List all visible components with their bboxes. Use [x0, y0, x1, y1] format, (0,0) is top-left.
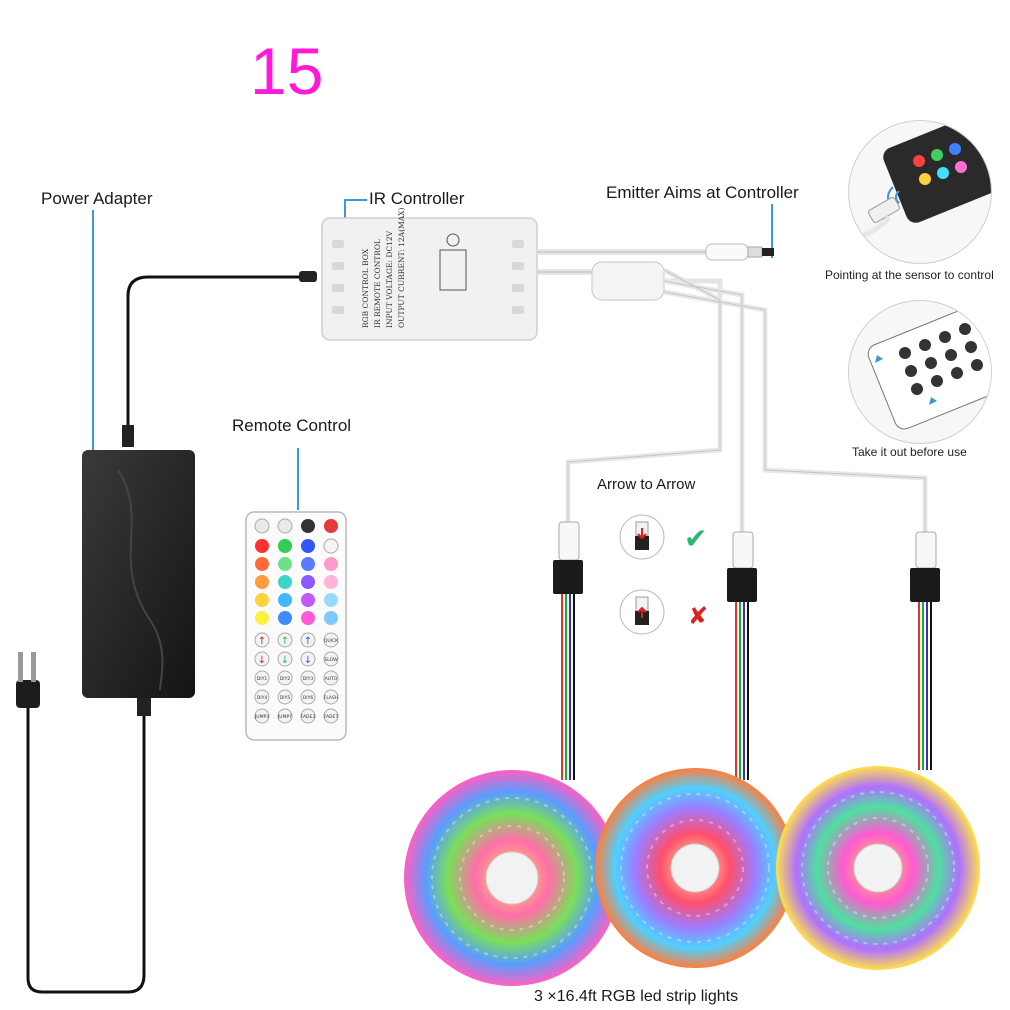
figure-number: 15 — [250, 34, 324, 108]
remote-color-row-3 — [255, 575, 338, 589]
remote-color-row-4 — [255, 593, 338, 607]
svg-text:FADE7: FADE7 — [324, 714, 339, 720]
svg-text:↓: ↓ — [258, 655, 266, 666]
svg-text:AUTO: AUTO — [325, 676, 338, 682]
remote-color-row-5 — [255, 611, 338, 625]
connector-middle — [727, 531, 757, 602]
svg-text:JUMP3: JUMP3 — [254, 714, 269, 720]
svg-text:↓: ↓ — [304, 655, 312, 666]
remote-color-row-1 — [255, 538, 339, 554]
svg-text:↑: ↑ — [258, 636, 266, 647]
svg-text:↑: ↑ — [281, 636, 289, 647]
remote-diy-row-1: DIY1 DIY2 DIY3 AUTO — [254, 670, 339, 686]
connector-left — [553, 521, 583, 594]
svg-text:FLASH: FLASH — [324, 695, 339, 701]
remote-arrow-row-down: ↓ ↓ ↓ — [254, 651, 339, 667]
rgb-wires-middle — [735, 602, 749, 780]
ir-controller-label: IR Controller — [369, 189, 465, 208]
remote-btn-quick: QUICK — [324, 638, 339, 644]
rgb-wires-right — [918, 602, 932, 770]
ir-controller-box: RGB CONTROL BOX IR REMOTE CONTROL INPUT … — [321, 208, 538, 341]
led-reel-2 — [595, 768, 795, 968]
arrow-to-arrow-label: Arrow to Arrow — [597, 476, 696, 493]
svg-text:DIY1: DIY1 — [257, 676, 268, 682]
remote-control-label: Remote Control — [232, 416, 352, 435]
svg-text:DIY2: DIY2 — [280, 676, 291, 682]
remote-arrow-row-up: ↑ ↑ ↑ — [254, 632, 339, 648]
remote-btn-slow: SLOW — [324, 657, 338, 663]
svg-text:JUMP7: JUMP7 — [277, 714, 292, 720]
svg-text:DIY5: DIY5 — [280, 695, 291, 701]
power-adapter — [16, 271, 317, 994]
splitter — [591, 261, 723, 301]
svg-text:↓: ↓ — [281, 655, 289, 666]
rgb-wires-left — [561, 594, 575, 780]
led-reel-3 — [776, 766, 980, 970]
controller-text-2: IR REMOTE CONTROL — [373, 239, 382, 328]
svg-text:FADE3: FADE3 — [301, 714, 316, 720]
power-adapter-label: Power Adapter — [41, 189, 153, 208]
remote-aim-icon — [849, 121, 991, 244]
controller-text-3: INPUT VOLTAGE: DC12V — [385, 230, 394, 328]
remote-color-row-2 — [255, 557, 338, 571]
remote-battery-icon — [867, 301, 991, 430]
pointing-caption: Pointing at the sensor to control — [825, 268, 994, 282]
branch-wires-outline — [567, 269, 926, 535]
remote-diy-row-2: DIY4 DIY5 DIY6 FLASH — [254, 689, 339, 705]
svg-text:↑: ↑ — [304, 636, 312, 647]
check-mark: ✔ — [684, 522, 707, 555]
arrow-inset-correct — [619, 514, 665, 560]
connector-right — [910, 531, 940, 602]
cross-mark: ✘ — [688, 602, 708, 630]
controller-text-1: RGB CONTROL BOX — [361, 248, 370, 328]
inset-pointing-sensor — [848, 120, 992, 264]
emitter-label: Emitter Aims at Controller — [606, 183, 799, 202]
svg-text:DIY4: DIY4 — [257, 695, 268, 701]
inset-take-out-battery — [848, 300, 992, 444]
controller-text-4: OUTPUT CURRENT: 12A(MAX) — [397, 208, 406, 328]
take-out-caption: Take it out before use — [852, 445, 967, 459]
strip-lights-caption: 3 ×16.4ft RGB led strip lights — [534, 988, 739, 1005]
pointer-lines — [92, 199, 773, 510]
svg-text:DIY3: DIY3 — [303, 676, 314, 682]
remote-jump-row: JUMP3 JUMP7 FADE3 FADE7 — [254, 708, 339, 724]
led-reel-1 — [404, 770, 620, 986]
arrow-inset-wrong — [619, 589, 665, 635]
svg-text:DIY6: DIY6 — [303, 695, 314, 701]
remote-control: ↑ ↑ ↑ ↓ ↓ ↓ QUICK SLOW DIY1 DIY2 DIY3 AU… — [245, 511, 347, 741]
ir-emitter — [705, 243, 774, 261]
